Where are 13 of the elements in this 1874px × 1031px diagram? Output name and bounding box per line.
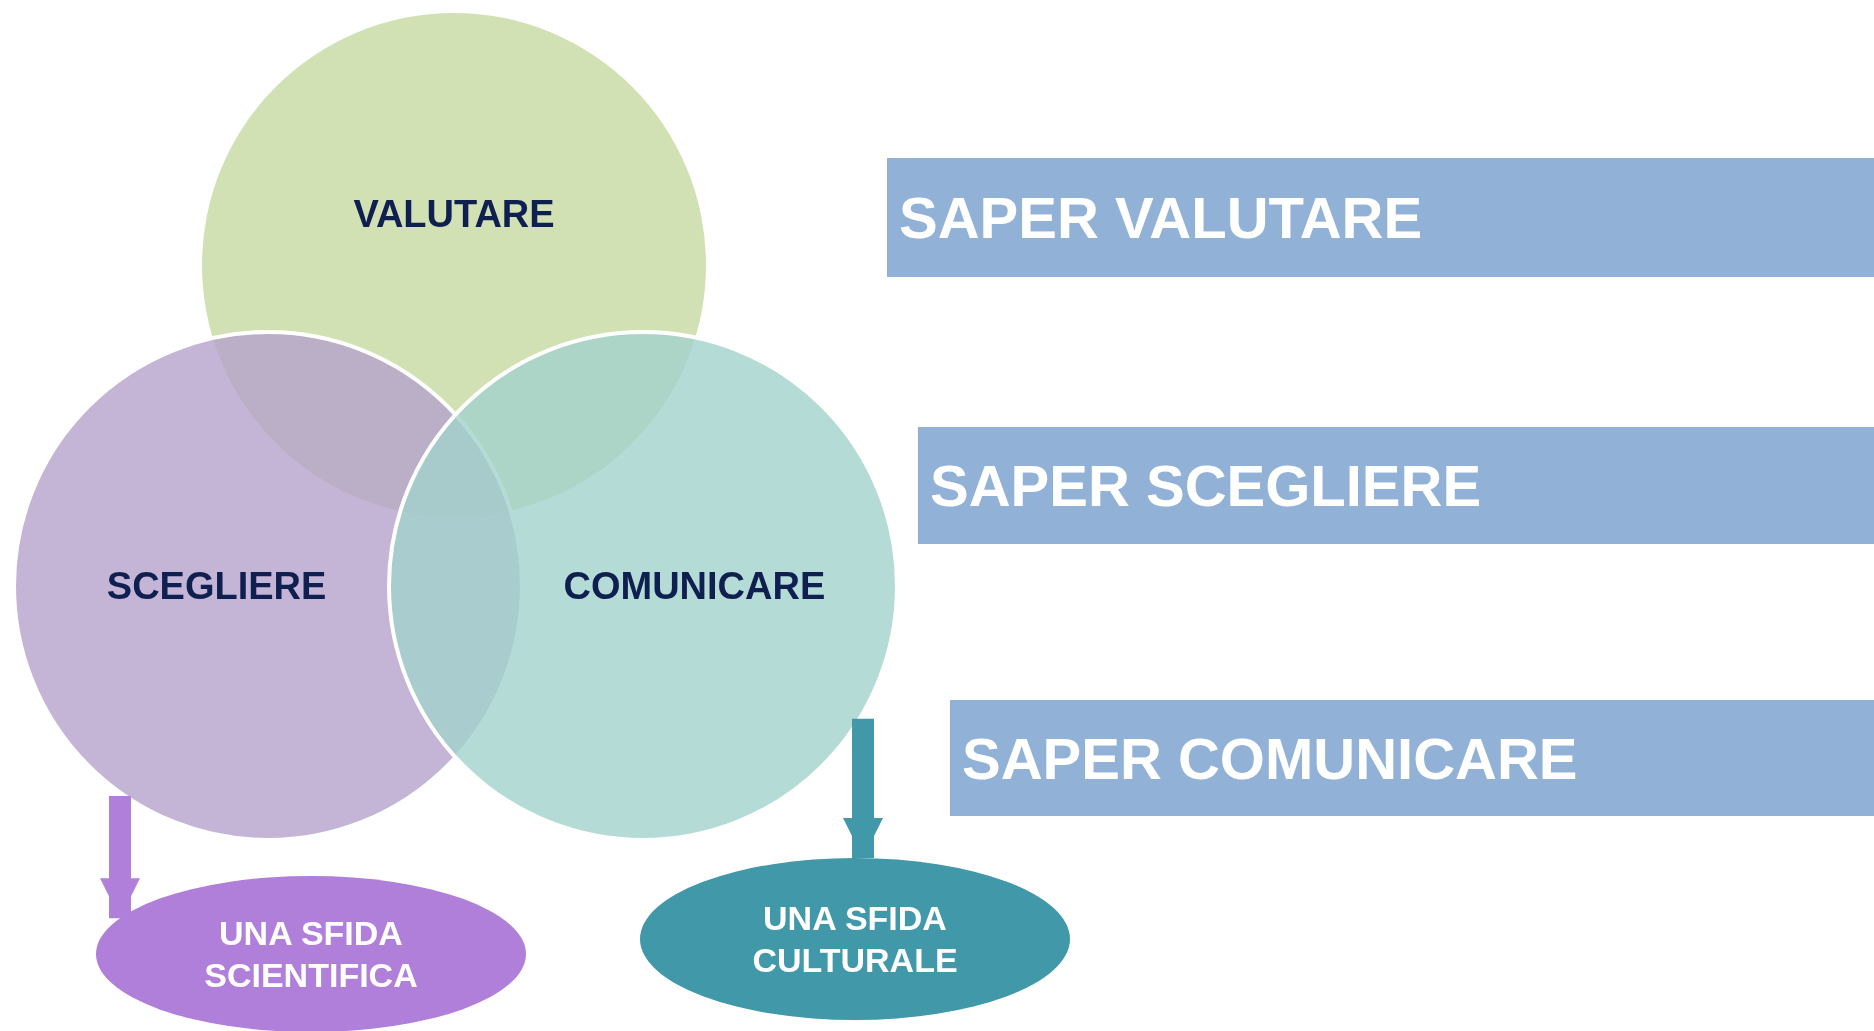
down-arrow [100,796,140,919]
banner-bar [887,158,1874,277]
down-arrow [843,718,883,859]
circle-label: VALUTARE [353,191,555,237]
circle-label: SCEGLIERE [106,563,327,609]
banner-bar [918,427,1874,544]
ellipse-label: UNA SFIDA CULTURALE [751,897,959,981]
banner-text: SAPER COMUNICARE [962,724,1578,793]
banner-bar [950,700,1874,816]
banner-text: SAPER VALUTARE [899,184,1423,252]
circle-label: COMUNICARE [563,563,826,609]
ellipse-label: UNA SFIDA SCIENTIFICA [203,912,419,996]
banner-text: SAPER SCEGLIERE [930,452,1482,520]
